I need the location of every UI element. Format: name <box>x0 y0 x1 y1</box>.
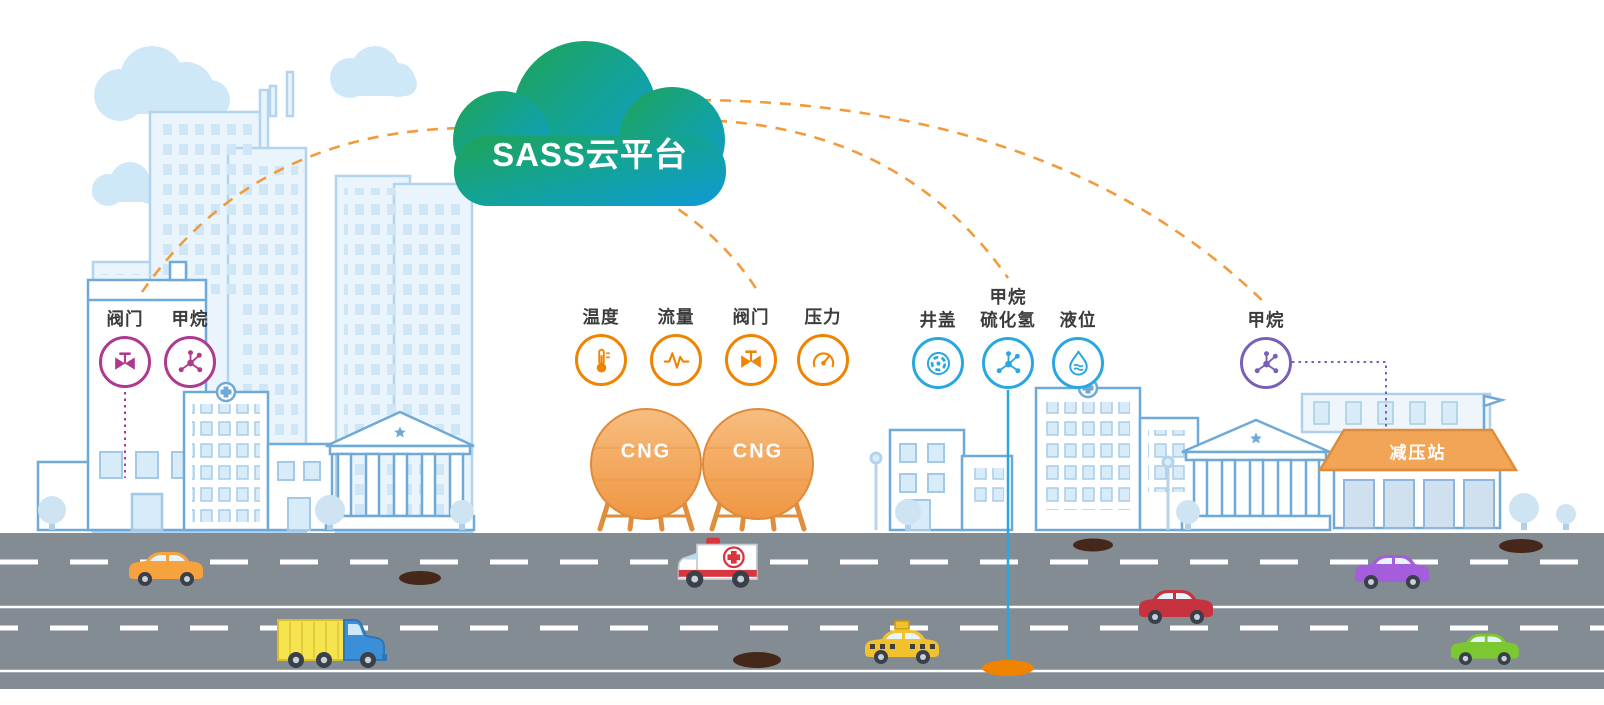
temperature-icon <box>596 348 610 372</box>
flow-icon <box>663 351 689 369</box>
station-roof-label: 减压站 <box>1389 443 1447 463</box>
cloud-platform: SASS云平台 <box>440 28 740 213</box>
sensor-liquid-level: 液位 <box>1052 310 1104 389</box>
valve-icon <box>114 351 135 370</box>
manhole-cover-icon <box>926 351 950 375</box>
ambulance <box>677 537 758 588</box>
sensor-label: 温度 <box>582 306 620 327</box>
sensor-label: 流量 <box>657 306 695 327</box>
cloud-connection-lines <box>140 98 1267 305</box>
sensor-label: 压力 <box>804 306 842 327</box>
manhole-spots <box>399 538 1543 668</box>
sky-clouds <box>92 46 417 206</box>
sensor-cng-valve: 阀门 <box>725 307 777 386</box>
sensor-city-valve: 阀门 <box>99 309 151 388</box>
sensor-label: 甲烷 <box>1247 309 1285 330</box>
sensor-label: 井盖 <box>919 309 957 330</box>
sensor-cng-pressure: 压力 <box>797 307 849 386</box>
sensor-manhole-gas: 甲烷 硫化氢 <box>980 287 1035 389</box>
greenery <box>38 493 1576 530</box>
truck <box>277 619 387 668</box>
taxi <box>865 620 939 664</box>
cng-tank-label: CNG <box>732 440 784 463</box>
cng-tanks <box>590 408 814 532</box>
cng-tank-label: CNG <box>620 440 672 463</box>
sensor-cng-temperature: 温度 <box>575 307 627 386</box>
methane-icon <box>1254 350 1278 373</box>
sensor-label: 甲烷 硫化氢 <box>980 287 1036 330</box>
methane-icon <box>996 350 1020 373</box>
pressure-icon <box>812 352 834 367</box>
valve-icon <box>740 349 761 368</box>
underground-sensor-marker <box>982 660 1034 676</box>
cloud-platform-label: SASS云平台 <box>492 136 688 173</box>
methane-icon <box>178 349 202 372</box>
sensor-manhole-cover: 井盖 <box>912 310 964 389</box>
cloud-shape <box>453 41 726 206</box>
sensor-label: 阀门 <box>732 306 770 327</box>
right-district <box>888 377 1332 532</box>
liquid-level-icon <box>1068 350 1088 376</box>
street-lamps <box>869 451 1175 530</box>
pressure-reduction-station-building <box>1300 392 1519 530</box>
sensor-label: 液位 <box>1059 309 1097 330</box>
sensor-city-methane: 甲烷 <box>164 309 216 388</box>
sensor-label: 甲烷 <box>171 308 209 329</box>
sensor-station-methane: 甲烷 <box>1240 310 1292 389</box>
sensor-cng-flow: 流量 <box>650 307 702 386</box>
road <box>0 533 1604 689</box>
sensor-label: 阀门 <box>106 308 144 329</box>
